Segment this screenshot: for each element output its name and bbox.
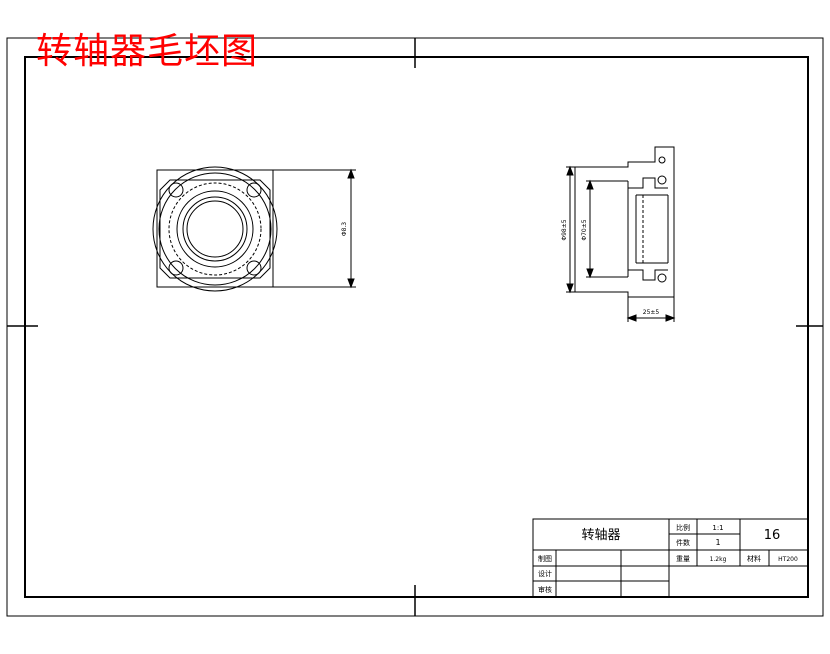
weight-label: 重量 — [676, 555, 690, 563]
front-view — [152, 166, 356, 292]
scale-value: 1:1 — [712, 524, 723, 532]
material-value: HT200 — [778, 556, 798, 563]
title-block — [532, 518, 809, 598]
designer-label: 设计 — [538, 569, 552, 578]
reviewer-label: 审核 — [538, 585, 552, 594]
dimension-side-inner-diameter: Φ70±5 — [581, 219, 588, 240]
drawing-title: 转轴器毛坯图 — [36, 31, 259, 72]
drafter-label: 制图 — [538, 554, 552, 563]
centering-marks — [7, 38, 823, 616]
weight-value: 1.2kg — [710, 556, 727, 563]
dimension-front-height: Φ8.3 — [341, 222, 348, 236]
part-name: 转轴器 — [581, 528, 620, 543]
inner-border — [24, 56, 809, 598]
quantity-label: 件数 — [676, 538, 690, 547]
dimension-side-outer-diameter: Φ98±5 — [561, 219, 568, 240]
scale-label: 比例 — [676, 523, 690, 532]
drawing-number: 16 — [764, 528, 781, 543]
side-view — [566, 146, 676, 322]
dimension-side-length: 25±5 — [643, 309, 660, 316]
quantity-value: 1 — [715, 538, 720, 547]
material-label: 材料 — [747, 554, 761, 563]
outer-border — [6, 37, 824, 617]
